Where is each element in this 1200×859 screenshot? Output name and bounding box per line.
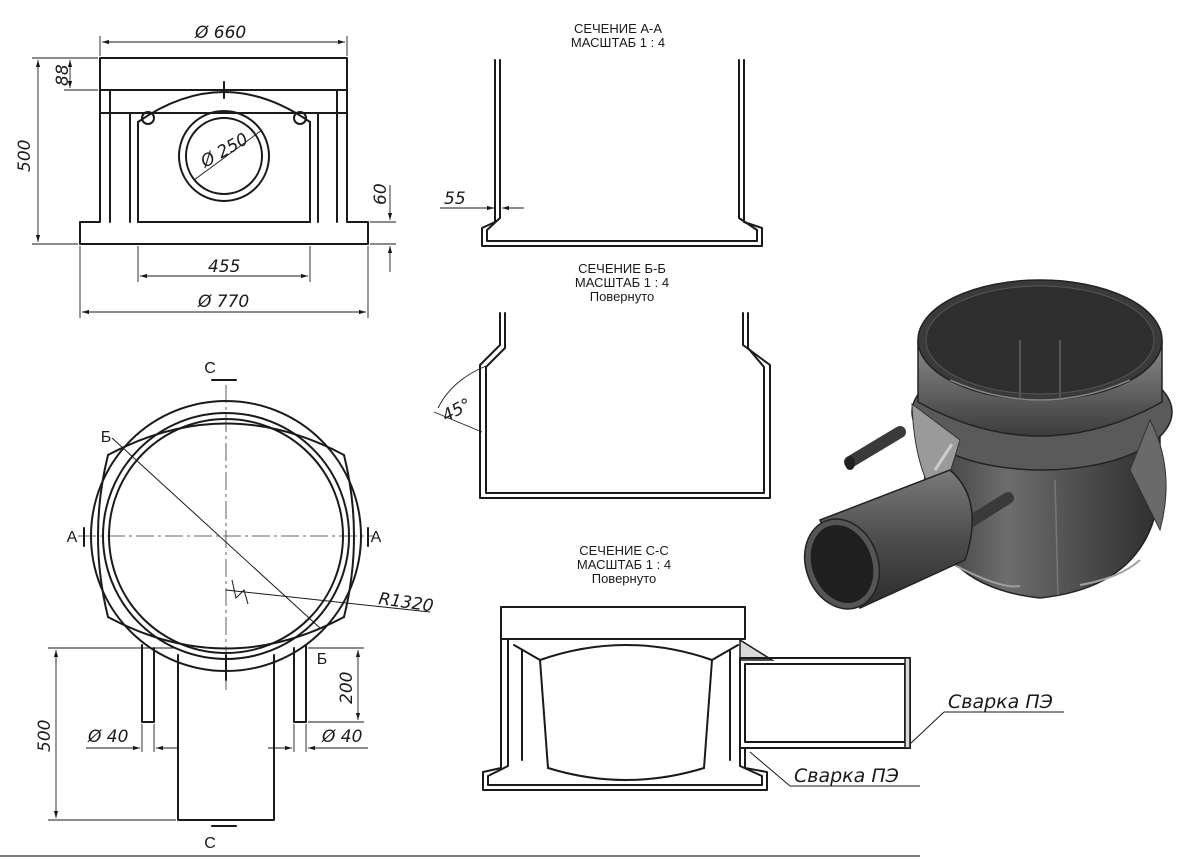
dim-base-height: 60 bbox=[371, 183, 391, 205]
label-a-right: А bbox=[371, 529, 382, 546]
label-c-bottom: С bbox=[204, 835, 216, 852]
dim-hole-diameter: Ø 250 bbox=[197, 129, 252, 172]
left-tube bbox=[141, 644, 155, 723]
section-aa-title: СЕЧЕНИЕ А-А bbox=[574, 21, 662, 36]
dim-inner-width: 455 bbox=[208, 257, 240, 277]
section-aa-inner bbox=[486, 59, 758, 242]
section-cc-scale: МАСШТАБ 1 : 4 bbox=[577, 557, 671, 572]
dim-base-diameter: Ø 770 bbox=[197, 292, 249, 312]
section-bb-note: Повернуто bbox=[590, 289, 655, 304]
section-cc-title: СЕЧЕНИЕ С-С bbox=[579, 543, 669, 558]
section-aa-scale: МАСШТАБ 1 : 4 bbox=[571, 35, 665, 50]
section-cc-body bbox=[482, 638, 768, 791]
section-bb-scale: МАСШТАБ 1 : 4 bbox=[575, 275, 669, 290]
pipe-hole-inner bbox=[185, 117, 263, 195]
label-b-lower: Б bbox=[317, 651, 328, 668]
render-3d bbox=[803, 279, 1173, 610]
radius-leader bbox=[225, 589, 431, 613]
rib-lines bbox=[129, 112, 319, 223]
section-cc-note: Повернуто bbox=[592, 571, 657, 586]
outlet-pipe bbox=[177, 654, 275, 821]
section-aa: СЕЧЕНИЕ А-А МАСШТАБ 1 : 4 55 bbox=[440, 21, 763, 247]
weld-label-2: Сварка ПЭ bbox=[794, 765, 899, 787]
label-b-upper: Б bbox=[101, 429, 112, 446]
section-cc-pipe bbox=[739, 657, 911, 749]
left-tube-stub bbox=[141, 111, 155, 125]
dim-tube-left: Ø 40 bbox=[87, 727, 128, 747]
right-tube-stub bbox=[293, 111, 307, 125]
arch-sides bbox=[137, 121, 311, 223]
dim-radius: R1320 bbox=[377, 589, 434, 616]
dim-angle: 45° bbox=[439, 395, 475, 427]
dim-tube-right: Ø 40 bbox=[321, 727, 362, 747]
weld-label-1: Сварка ПЭ bbox=[948, 691, 1053, 713]
section-bb-inner bbox=[485, 312, 765, 494]
section-cc-arch bbox=[513, 644, 739, 661]
section-cc-inner bbox=[487, 638, 763, 786]
render-tube-left bbox=[844, 426, 906, 468]
dim-top-diameter: Ø 660 bbox=[194, 23, 246, 43]
body-outline bbox=[79, 89, 369, 245]
top-view: С С Б Б А А R1320 500 200 Ø 40 Ø 40 bbox=[35, 360, 435, 852]
label-c-top: С bbox=[204, 360, 216, 377]
front-view: Ø 660 88 500 Ø 250 60 455 Ø 770 bbox=[15, 23, 396, 318]
dim-flange: 55 bbox=[444, 189, 466, 209]
section-cc-pipe-inner bbox=[744, 663, 906, 743]
weld-leader-1 bbox=[909, 711, 945, 745]
weld-hatch-top bbox=[739, 638, 775, 661]
section-cc-arch-sides bbox=[539, 659, 713, 769]
section-cc-collar bbox=[500, 606, 746, 640]
section-bb-title: СЕЧЕНИЕ Б-Б bbox=[578, 261, 666, 276]
dim-total-height: 500 bbox=[15, 140, 35, 172]
shoulder-arc-left bbox=[97, 454, 109, 618]
section-line-b bbox=[111, 437, 321, 629]
section-bb-outer bbox=[479, 312, 771, 499]
dim-lip-height: 88 bbox=[53, 64, 73, 86]
section-aa-outer bbox=[481, 59, 763, 247]
dim-offset: 200 bbox=[337, 672, 357, 704]
section-bb: СЕЧЕНИЕ Б-Б МАСШТАБ 1 : 4 Повернуто 45° bbox=[433, 261, 771, 499]
weld-leader-2 bbox=[749, 751, 791, 787]
pipe-hole-outer bbox=[178, 110, 270, 202]
dim-pipe-length: 500 bbox=[35, 720, 55, 752]
right-tube bbox=[293, 644, 307, 723]
label-a-left: А bbox=[67, 529, 78, 546]
section-cc: СЕЧЕНИЕ С-С МАСШТАБ 1 : 4 Повернуто Свар… bbox=[482, 543, 1064, 791]
